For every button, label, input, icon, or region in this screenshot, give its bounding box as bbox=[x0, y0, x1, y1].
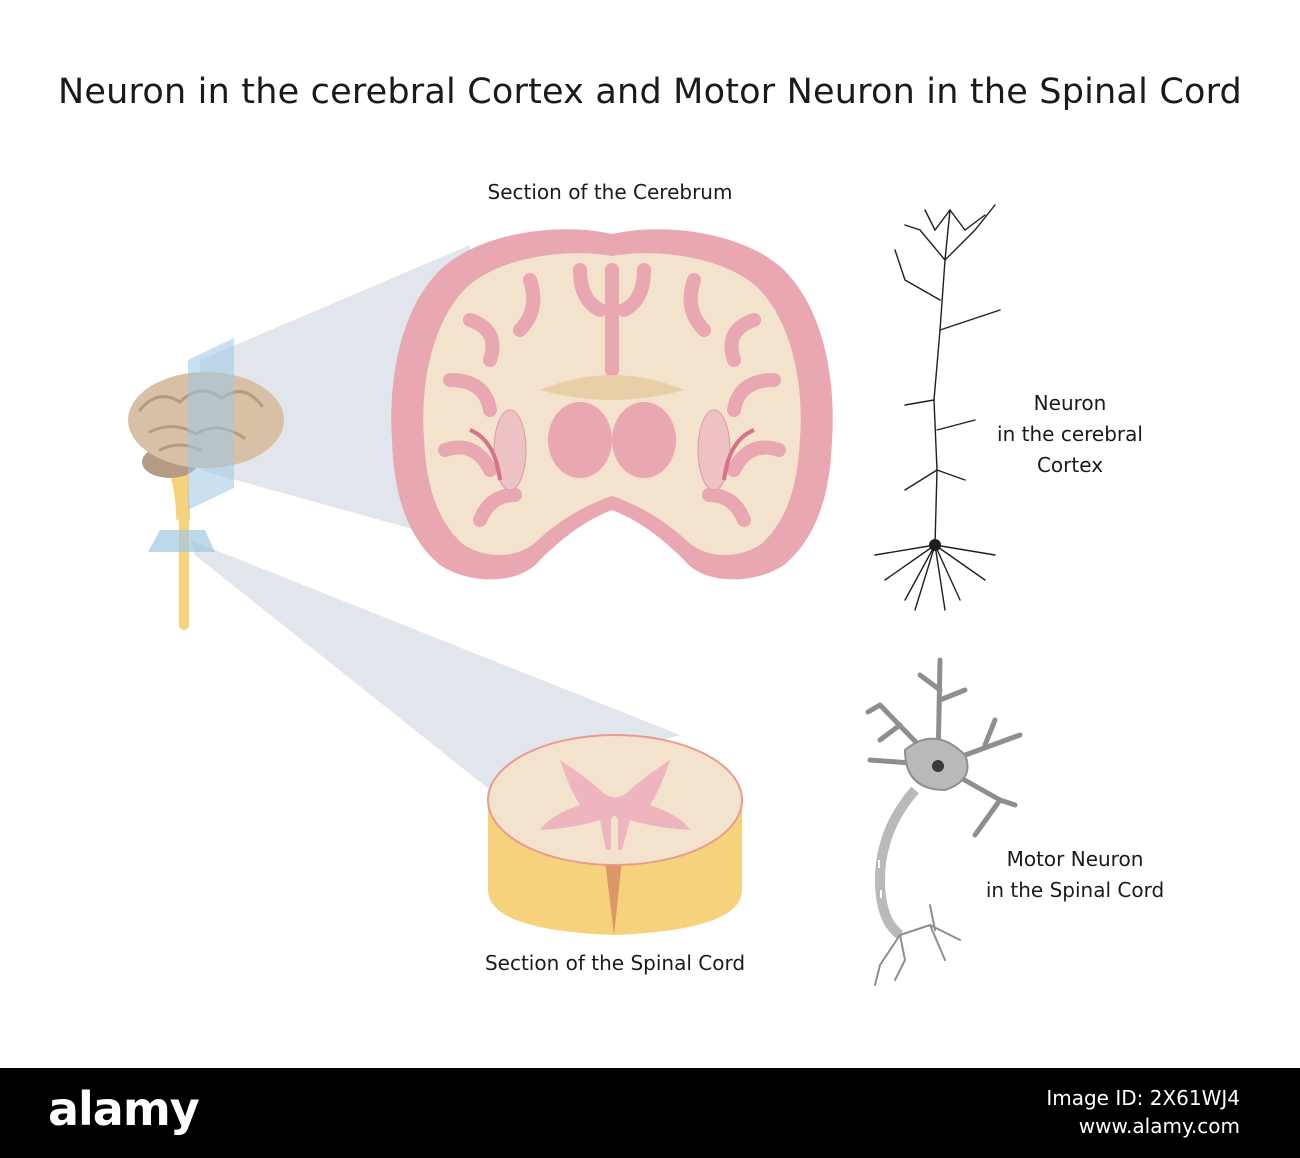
cortex-neuron-drawing bbox=[874, 204, 1001, 611]
diagram-illustration bbox=[128, 204, 1023, 986]
thalamus-left bbox=[548, 402, 612, 478]
cerebrum-section bbox=[391, 229, 833, 580]
thalamus-right bbox=[612, 402, 676, 478]
cortex-neuron-label-line-1: Neuron bbox=[1033, 391, 1107, 415]
spinal-section-label: Section of the Spinal Cord bbox=[484, 951, 746, 975]
diagram-title: Neuron in the cerebral Cortex and Motor … bbox=[58, 72, 1242, 112]
cortex-neuron-label-line-3: Cortex bbox=[1036, 453, 1104, 477]
cortex-neuron-label: Neuron in the cerebral Cortex bbox=[980, 388, 1160, 481]
motor-neuron-axon bbox=[874, 786, 919, 939]
spinal-cut-plane bbox=[148, 530, 215, 552]
motor-neuron-nucleus bbox=[932, 760, 944, 772]
watermark-footer: alamy Image ID: 2X61WJ4 www.alamy.com bbox=[0, 1068, 1300, 1158]
diagram-canvas: Neuron in the cerebral Cortex and Motor … bbox=[58, 72, 1242, 986]
brain-overview bbox=[128, 338, 284, 630]
spinal-grey-matter bbox=[540, 760, 690, 850]
corpus-callosum bbox=[540, 375, 684, 400]
motor-neuron-label: Motor Neuron in the Spinal Cord bbox=[965, 844, 1185, 906]
motor-neuron-drawing bbox=[865, 657, 1023, 986]
cerebrum-section-label: Section of the Cerebrum bbox=[487, 180, 733, 204]
motor-neuron-label-line-2: in the Spinal Cord bbox=[985, 878, 1165, 902]
motor-neuron-label-line-1: Motor Neuron bbox=[1006, 847, 1144, 871]
image-id-text: Image ID: 2X61WJ4 bbox=[1046, 1086, 1240, 1110]
cortex-neuron-soma bbox=[929, 539, 941, 551]
spinal-cord-section bbox=[487, 734, 743, 935]
site-url-text: www.alamy.com bbox=[1078, 1114, 1240, 1138]
brain-cut-plane bbox=[188, 338, 234, 510]
alamy-logo: alamy bbox=[48, 1082, 200, 1136]
spinal-projection-cone bbox=[190, 540, 680, 790]
stock-image-id: Image ID: 2X61WJ4 www.alamy.com bbox=[1046, 1084, 1240, 1140]
cortex-neuron-label-line-2: in the cerebral bbox=[997, 422, 1143, 446]
